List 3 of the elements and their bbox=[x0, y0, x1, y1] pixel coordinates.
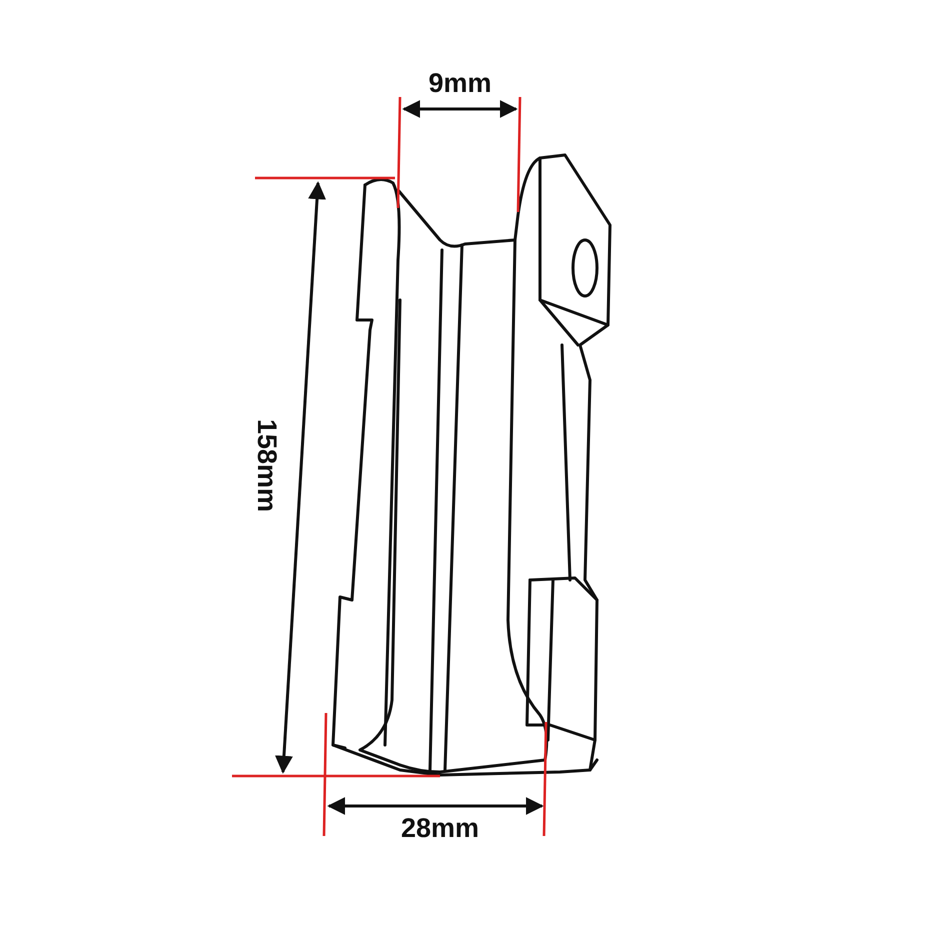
dimension-label: 9mm bbox=[428, 70, 492, 96]
dimension-label: 28mm bbox=[401, 814, 480, 842]
dimension-label: 158mm bbox=[252, 418, 280, 512]
